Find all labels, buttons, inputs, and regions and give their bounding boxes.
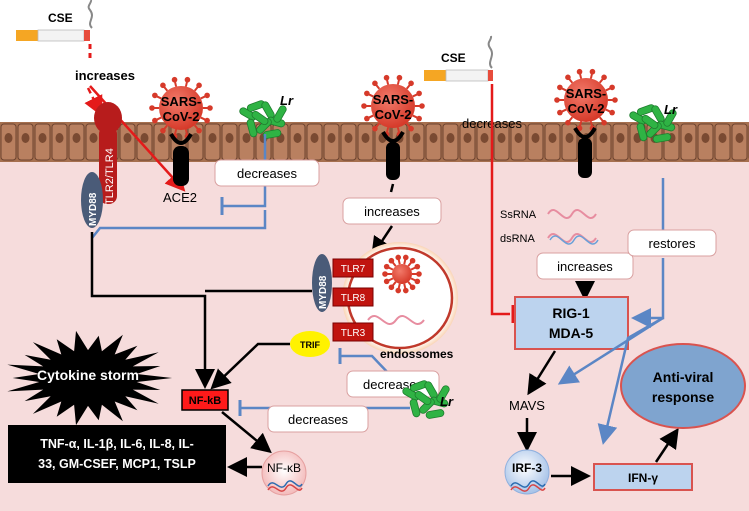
increases-box-right: [536, 252, 634, 280]
lr-inhibits-ace2-line: [222, 134, 267, 208]
cytokine-storm-burst: [7, 330, 173, 426]
cse-label-right: CSE: [441, 51, 466, 65]
cytokine-storm-label: Cytokine storm: [37, 367, 139, 383]
tlr2-tlr4-receptor: [94, 102, 122, 204]
tlr8-label: TLR8: [341, 293, 366, 304]
cell-membrane: [0, 122, 749, 162]
ace2-receptor: [169, 132, 193, 186]
virus-in-endosome: [382, 254, 422, 294]
nfkb-box-label: NF-kB: [189, 395, 221, 407]
decreases-label-left: decreases: [237, 166, 297, 181]
cytokines-box: [8, 425, 226, 483]
decreases-box-left: [214, 159, 320, 187]
lr-label-mid: Lr: [440, 394, 454, 409]
nfkb-to-nucleus-arrow: [221, 411, 272, 454]
ifn-gamma-box: [593, 463, 693, 491]
receptor-middle: [381, 130, 405, 180]
decreases-box-nfkb: [267, 405, 369, 433]
tlr7-label: TLR7: [341, 264, 366, 275]
sars-label-mid-1: SARS-: [373, 92, 413, 107]
sars-label-right-2: CoV-2: [568, 101, 605, 116]
increases-label-left: increases: [75, 68, 135, 83]
tlr2-tlr4-label: TLR2/TLR4: [104, 148, 116, 205]
lr-label-right: Lr: [664, 102, 678, 117]
ifn-to-antiviral-arrow: [654, 427, 679, 463]
lactobacillus-icon-right: [629, 104, 677, 143]
sars-label-right-1: SARS-: [566, 86, 606, 101]
antiviral-line-2: response: [652, 389, 714, 405]
cytokines-line-2: 33, GM-CSEF, MCP1, TSLP: [38, 457, 196, 471]
mda5-label: MDA-5: [549, 325, 594, 341]
trif-adaptor: [290, 331, 330, 357]
nfkb-nucleus-label: NF-κB: [267, 461, 301, 475]
myd88-label-left: MYD88: [88, 192, 99, 226]
ssrna-label: SsRNA: [500, 209, 537, 221]
cytokines-line-1: TNF-α, IL-1β, IL-6, IL-8, IL-: [40, 437, 194, 451]
sars-cov-2-virus-right: [554, 68, 618, 132]
cigarette-icon-right: [424, 35, 493, 82]
lactobacillus-icon-left: [239, 100, 287, 139]
lr-restores-to-ifn: [597, 316, 664, 445]
ace2-label: ACE2: [163, 190, 197, 205]
nfkb-nucleus: [261, 450, 307, 496]
myd88-adaptor-left: [81, 172, 103, 228]
myd88-to-nfkb-line: [90, 232, 215, 389]
irf3-label: IRF-3: [512, 461, 542, 475]
trif-to-nfkb-line: [210, 342, 290, 390]
viral-rna-strands: [547, 209, 599, 245]
tlr3-label: TLR3: [341, 328, 366, 339]
antiviral-line-1: Anti-viral: [653, 369, 714, 385]
antiviral-response-ellipse: [620, 343, 746, 429]
lr-to-myd88-line: [91, 210, 267, 239]
tlr3-box: [332, 322, 374, 342]
rig1-to-mavs-arrow: [527, 350, 557, 396]
lactobacillus-icon-middle: [402, 380, 450, 419]
increases-label-right: increases: [557, 259, 613, 274]
myd88-label-mid: MYD88: [318, 275, 329, 309]
rig1-label: RIG-1: [552, 305, 590, 321]
rig1-mda5-box: [514, 296, 629, 350]
tlr8-box: [332, 287, 374, 307]
dsrna-label: dsRNA: [500, 233, 536, 245]
sars-label-left-2: CoV-2: [163, 109, 200, 124]
tlr7-box: [332, 258, 374, 278]
restores-box: [627, 229, 717, 257]
increases-label-mid: increases: [364, 204, 420, 219]
nfkb-box: [181, 389, 229, 411]
cigarette-icon-left: [16, 0, 93, 42]
restores-label: restores: [649, 236, 696, 251]
myd88-adaptor-mid: [312, 254, 332, 312]
sars-label-mid-2: CoV-2: [375, 107, 412, 122]
endosomes-label: endossomes: [380, 347, 454, 361]
sars-cov-2-virus-left: [149, 76, 213, 140]
cse-label-left: CSE: [48, 11, 73, 25]
mavs-label: MAVS: [509, 398, 545, 413]
irf3-nucleus: [504, 449, 550, 495]
receptor-mid-dash: [389, 183, 395, 193]
lr-label-left: Lr: [280, 93, 294, 108]
cse-inhibits-rig1-line: [490, 84, 510, 316]
trif-label: TRIF: [300, 340, 320, 350]
increases-box-mid: [342, 197, 442, 225]
decreases-label-nfkb: decreases: [288, 412, 348, 427]
sars-label-left-1: SARS-: [161, 94, 201, 109]
receptor-right: [573, 126, 597, 178]
ifn-gamma-label: IFN-γ: [628, 471, 658, 485]
